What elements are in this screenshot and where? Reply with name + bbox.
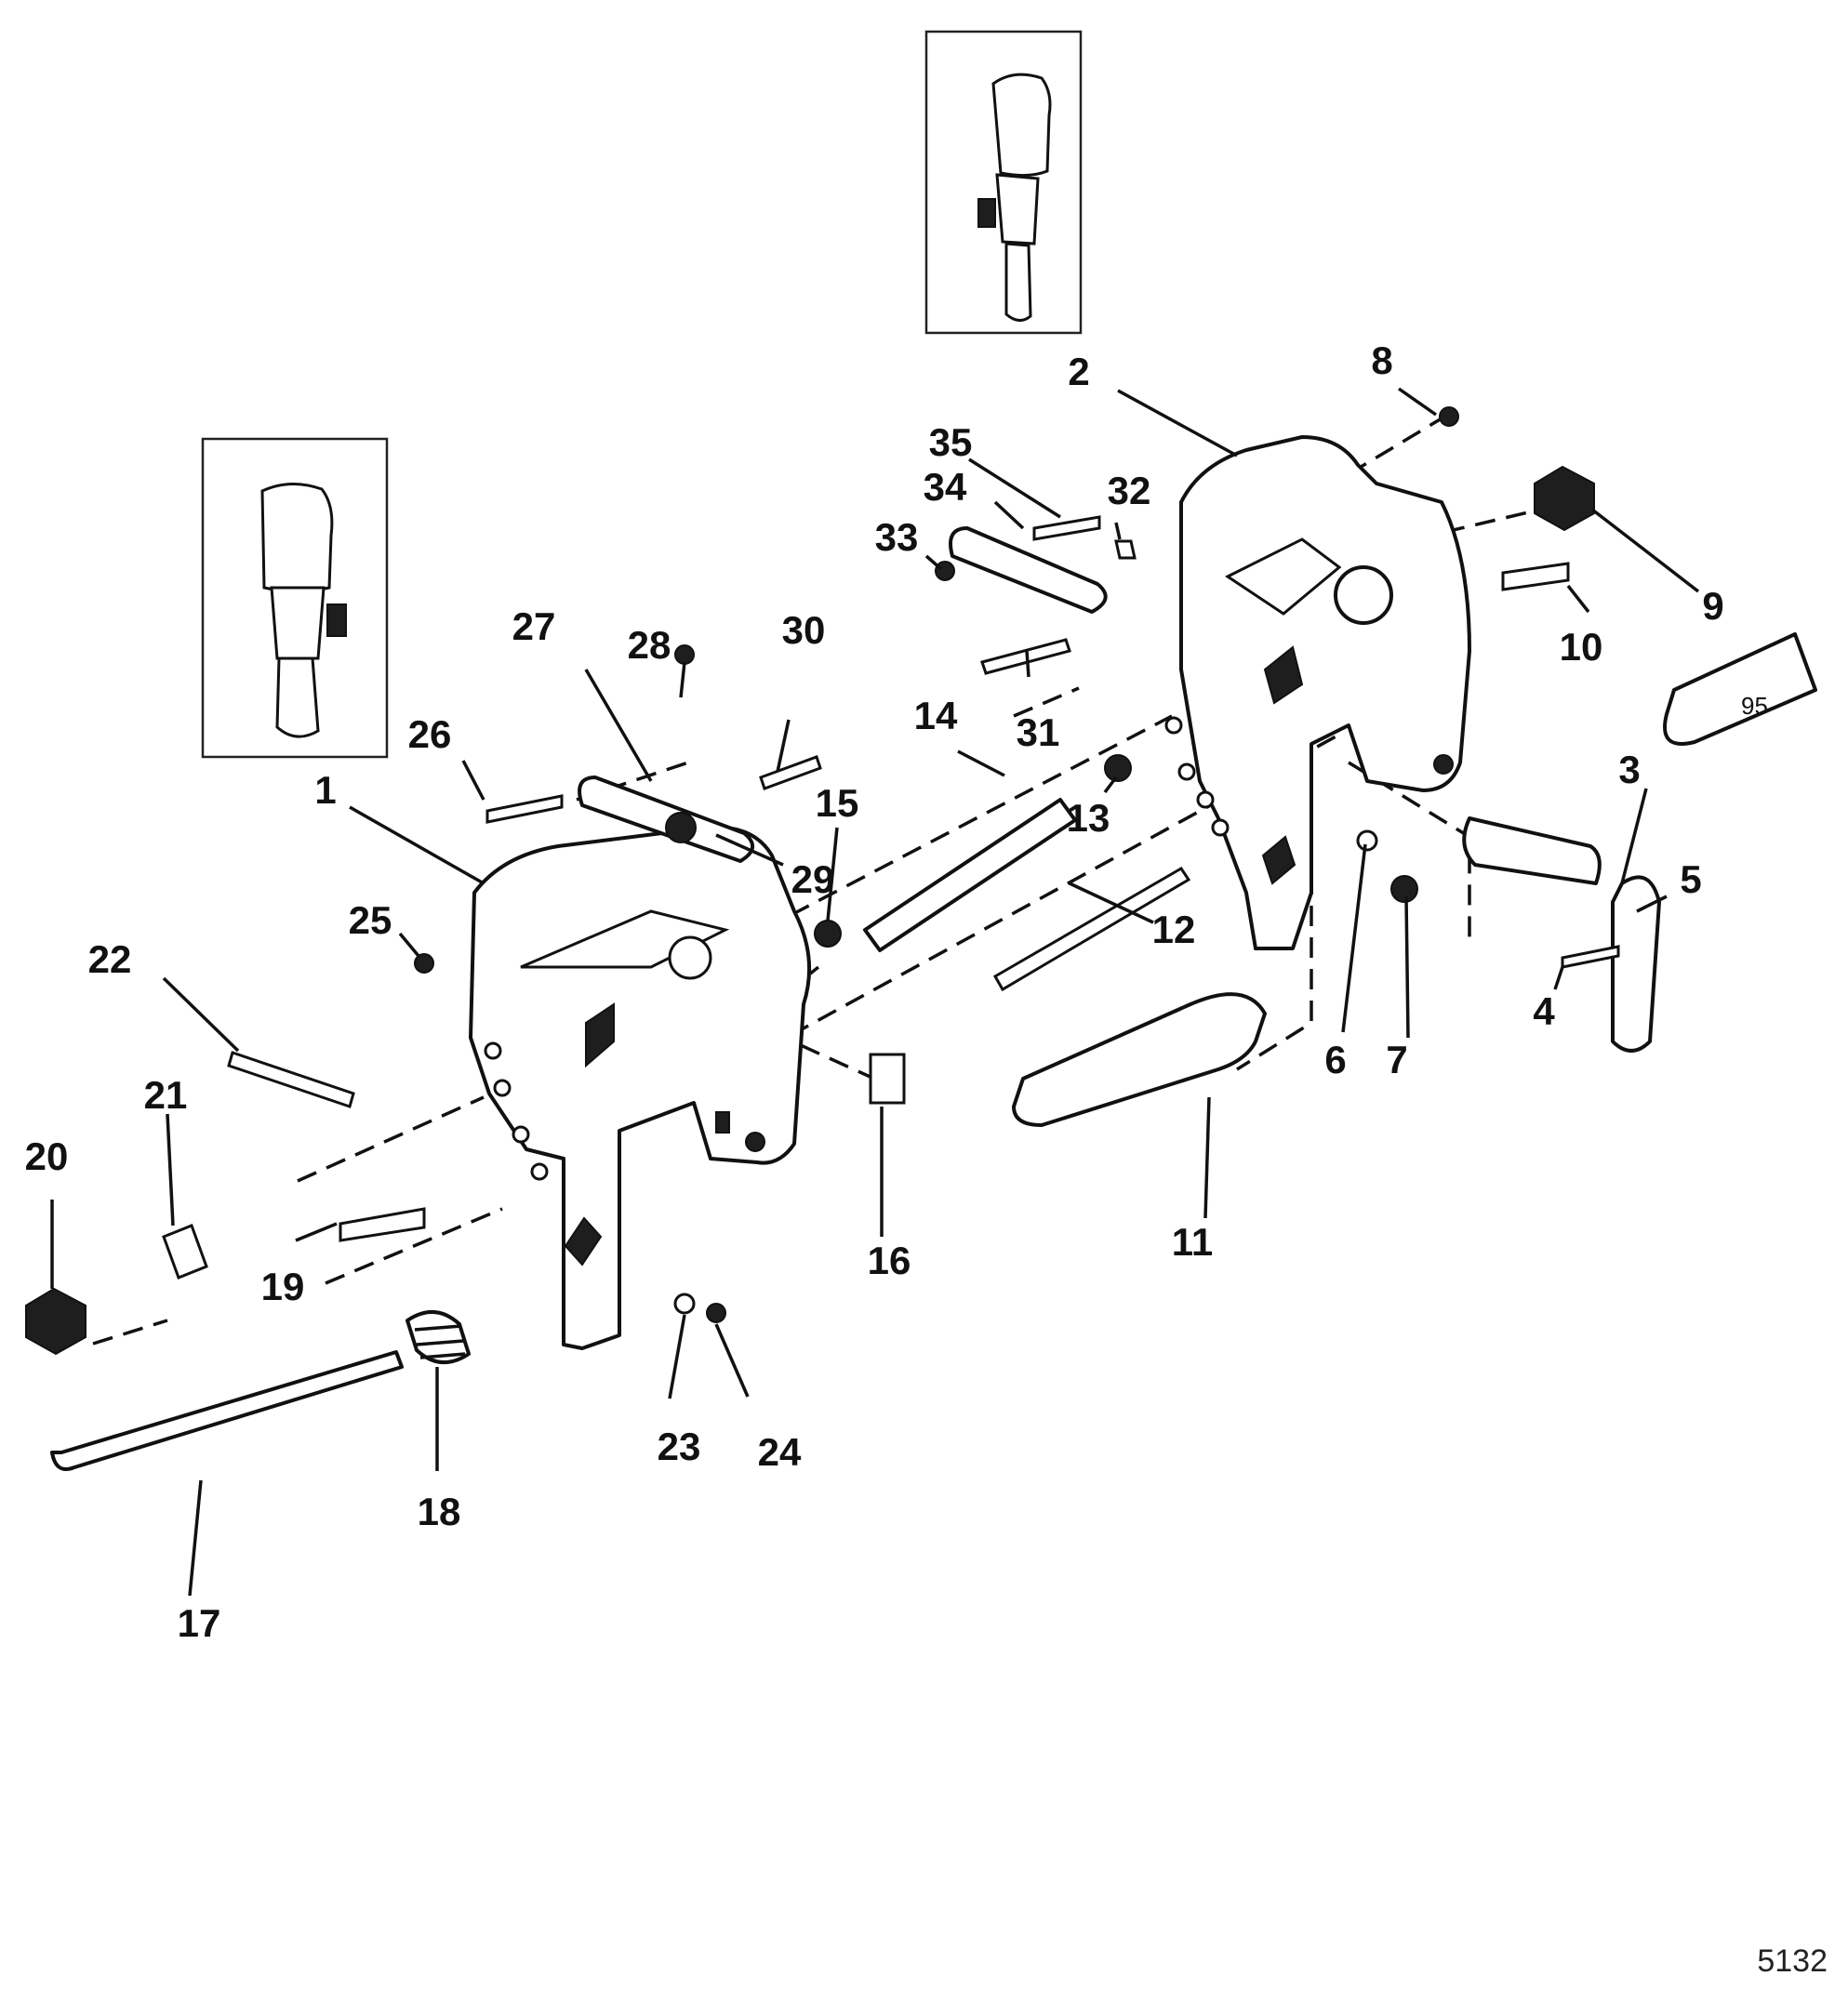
washer-23: [673, 1293, 696, 1315]
outboard-thumbnail-left: [201, 437, 389, 759]
bolt-22: [227, 1051, 355, 1108]
callout-12: 12: [1151, 908, 1196, 951]
callout-13: 13: [1066, 796, 1110, 840]
callout-3: 3: [1618, 748, 1641, 791]
hardware-parts: 95: [25, 406, 1817, 1471]
callout-26: 26: [407, 712, 452, 756]
callout-29: 29: [791, 857, 835, 901]
callout-4: 4: [1533, 989, 1555, 1033]
rod: [992, 866, 1191, 992]
washer-15: [814, 920, 842, 948]
callout-21: 21: [143, 1073, 188, 1117]
callout-27: 27: [512, 604, 556, 648]
callout-23: 23: [657, 1425, 701, 1468]
callout-22: 22: [87, 937, 132, 981]
callout-15: 15: [815, 781, 859, 825]
tilt-tube: [863, 798, 1077, 952]
callout-14: 14: [913, 694, 958, 737]
callout-8: 8: [1371, 338, 1393, 382]
lockwasher-21: [162, 1224, 208, 1280]
callout-33: 33: [874, 515, 919, 559]
callout-5: 5: [1680, 857, 1702, 901]
callout-20: 20: [24, 1134, 69, 1178]
screw-4: [1561, 945, 1620, 969]
right-clamp-bracket: [1164, 435, 1471, 950]
nut-20: [25, 1287, 86, 1356]
tube-label: 95: [1741, 692, 1768, 720]
left-clamp-bracket: [469, 825, 812, 1350]
callout-2: 2: [1068, 350, 1090, 393]
nut-29: [665, 812, 697, 843]
washer-32: [1114, 539, 1137, 560]
callout-10: 10: [1559, 625, 1603, 669]
figure-number: 5132: [1757, 1943, 1828, 1979]
nut-8: [1439, 406, 1459, 427]
callout-1: 1: [314, 768, 337, 812]
nut-9: [1534, 465, 1595, 532]
nut-28: [674, 644, 695, 665]
callout-28: 28: [627, 623, 671, 667]
bolt-30: [759, 755, 822, 790]
nut-24: [706, 1303, 726, 1323]
callout-17: 17: [177, 1601, 221, 1645]
outboard-thumbnail-top: [924, 30, 1083, 335]
nut-25: [414, 953, 434, 974]
washer-13: [1104, 754, 1132, 782]
tilt-lever: [1012, 992, 1267, 1127]
callout-6: 6: [1324, 1038, 1347, 1081]
tilt-lock-rod: [50, 1350, 404, 1471]
callout-7: 7: [1386, 1038, 1408, 1081]
pin: [1462, 816, 1602, 885]
callout-34: 34: [923, 465, 967, 509]
callout-35: 35: [928, 420, 973, 464]
callout-18: 18: [417, 1490, 461, 1533]
callout-32: 32: [1107, 469, 1151, 512]
callout-11: 11: [1171, 1220, 1214, 1264]
lubricant-tube: [1663, 632, 1817, 746]
callout-16: 16: [867, 1239, 911, 1282]
cam: [1611, 875, 1661, 1053]
nut-33: [935, 561, 955, 581]
link-34: [949, 526, 1108, 614]
callout-19: 19: [260, 1265, 305, 1308]
washer-7: [1390, 875, 1418, 903]
bolt-26: [485, 794, 564, 824]
callout-24: 24: [757, 1430, 802, 1474]
callout-9: 9: [1702, 584, 1724, 628]
decal-16: [869, 1053, 906, 1105]
bolt-19: [339, 1207, 426, 1242]
screw-6: [1356, 829, 1378, 852]
callout-30: 30: [781, 608, 826, 652]
leader-lines: [50, 387, 1700, 1597]
link-27: [578, 776, 754, 863]
callout-25: 25: [348, 898, 392, 942]
bolt-10: [1501, 562, 1570, 591]
callout-31: 31: [1016, 710, 1060, 754]
bolt-35: [1032, 515, 1101, 541]
